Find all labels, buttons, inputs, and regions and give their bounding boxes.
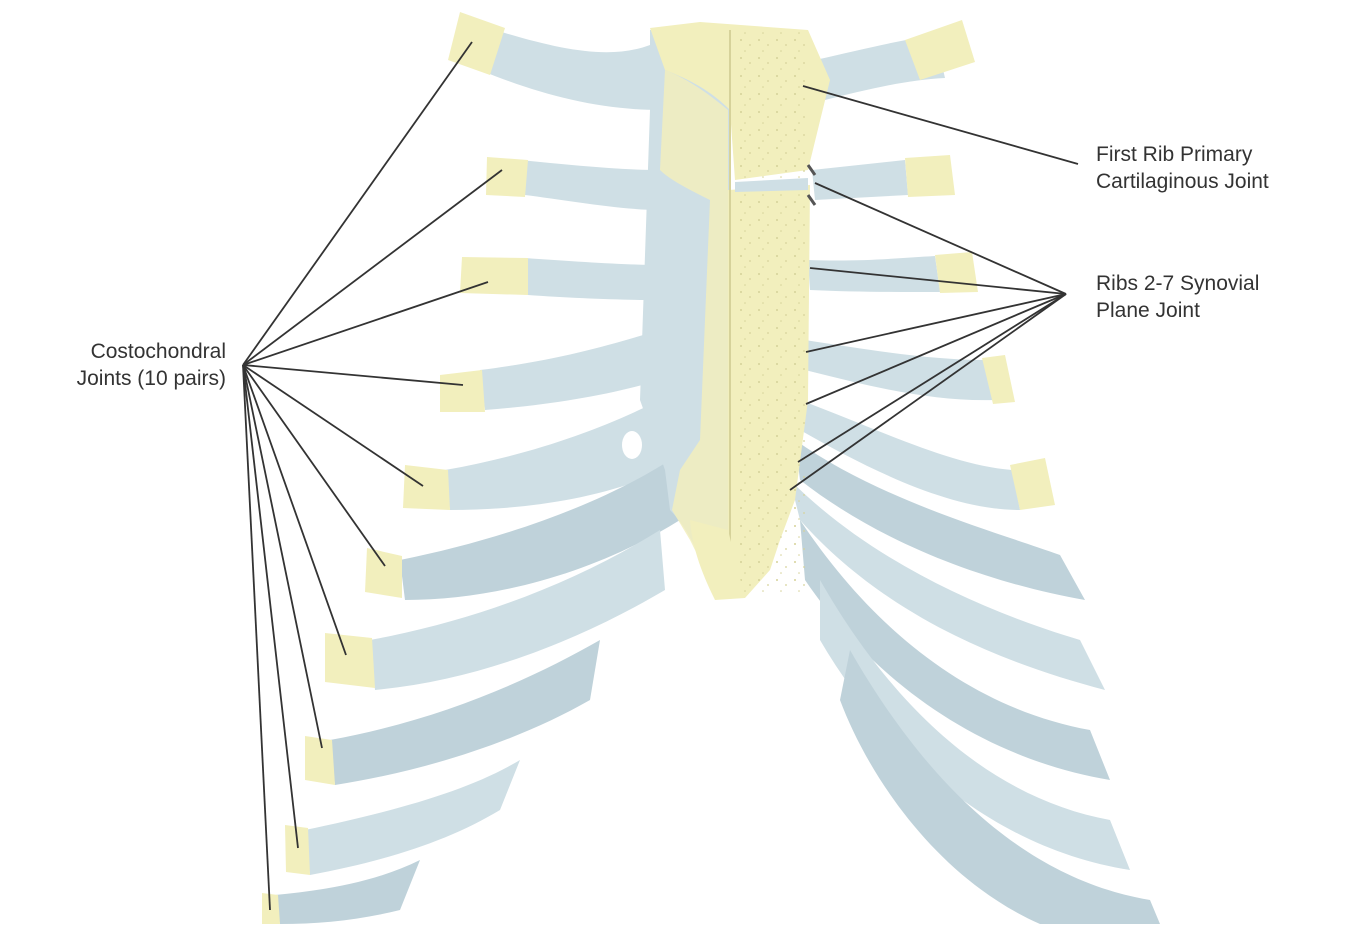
ribs-2-7-joint-label: Ribs 2-7 Synovial Plane Joint — [1096, 270, 1259, 324]
costochondral-label-line-1: Costochondral — [20, 338, 226, 365]
right-rib-4 — [805, 340, 995, 400]
left-cartilage-4 — [440, 370, 485, 412]
sternal-foramen — [622, 431, 642, 459]
right-cartilage-3 — [935, 252, 978, 293]
first-rib-joint-label: First Rib Primary Cartilaginous Joint — [1096, 141, 1269, 195]
left-rib-2 — [520, 160, 660, 210]
ribs-2-7-label-line-2: Plane Joint — [1096, 297, 1259, 324]
left-cartilage-10 — [262, 893, 280, 924]
first-rib-label-line-1: First Rib Primary — [1096, 141, 1269, 168]
left-ribs — [275, 30, 680, 924]
left-rib-4 — [480, 330, 660, 410]
left-cartilage-8 — [305, 736, 335, 785]
left-cartilage-6 — [365, 548, 402, 598]
first-rib-label-line-2: Cartilaginous Joint — [1096, 168, 1269, 195]
ribs-2-7-label-line-1: Ribs 2-7 Synovial — [1096, 270, 1259, 297]
left-cartilage-7 — [325, 633, 375, 688]
costochondral-joints-label: Costochondral Joints (10 pairs) — [20, 338, 226, 392]
left-cartilage-5 — [403, 465, 450, 510]
sternum-stipple — [735, 28, 810, 593]
left-rib-1 — [480, 30, 660, 110]
right-cartilage-2 — [905, 155, 955, 197]
left-rib-3 — [525, 258, 660, 300]
left-cartilage-3 — [460, 257, 528, 295]
right-rib-2 — [812, 160, 908, 200]
costochondral-label-line-2: Joints (10 pairs) — [20, 365, 226, 392]
left-cartilage-9 — [285, 825, 310, 875]
